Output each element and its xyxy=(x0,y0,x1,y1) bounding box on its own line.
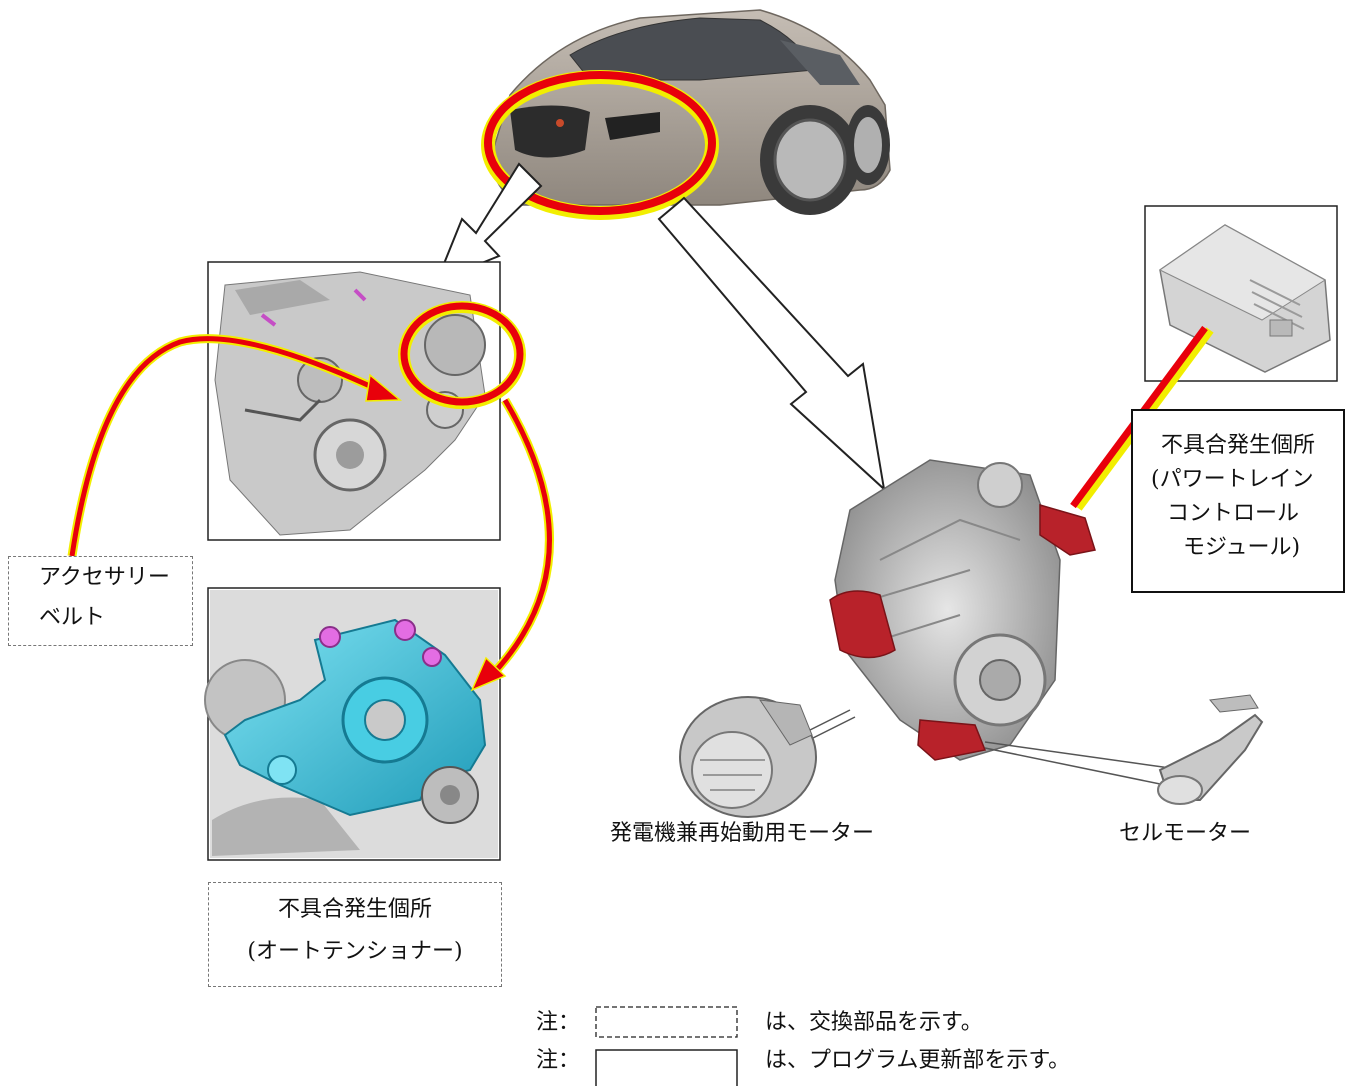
fault-tensioner-label-box: 不具合発生個所 (オートテンショナー) xyxy=(208,882,502,987)
legend-dashed-swatch xyxy=(595,1006,738,1038)
tensioner-pointer-arrow xyxy=(470,397,554,692)
engine-belt-image xyxy=(207,261,501,541)
generator-motor-label: 発電機兼再始動用モーター xyxy=(610,821,875,846)
tensioner-closeup-image xyxy=(204,587,501,861)
legend-solid-swatch xyxy=(595,1049,738,1086)
legend-dashed-prefix: 注： xyxy=(536,1010,581,1035)
fault-pcm-label-line2: (パワートレイン xyxy=(1151,467,1314,492)
engine-assembly-image xyxy=(829,459,1096,761)
starter-motor-label: セルモーター xyxy=(1119,821,1252,846)
accessory-belt-label-line1: アクセサリー xyxy=(39,565,170,590)
starter-motor-image xyxy=(1157,694,1264,805)
fault-pcm-label-line1: 不具合発生個所 xyxy=(1160,433,1315,458)
pcm-module-image xyxy=(1144,205,1338,382)
belt-pointer-arrow xyxy=(67,334,403,557)
car-highlight-ellipse xyxy=(481,70,719,220)
fault-pcm-label-box: 不具合発生個所 (パワートレイン コントロール モジュール) xyxy=(1131,409,1345,593)
tensioner-highlight-ellipse xyxy=(398,301,526,409)
legend-dashed-text: は、交換部品を示す。 xyxy=(765,1010,983,1035)
fault-tensioner-label-line2: (オートテンショナー) xyxy=(247,939,463,964)
accessory-belt-label-box: アクセサリー ベルト xyxy=(8,556,193,646)
accessory-belt-label-line2: ベルト xyxy=(39,605,106,630)
fault-tensioner-label-line1: 不具合発生個所 xyxy=(277,897,432,922)
generator-motor-image xyxy=(679,696,817,818)
fault-pcm-label-line3: コントロール xyxy=(1167,501,1300,526)
legend-solid-text: は、プログラム更新部を示す。 xyxy=(765,1048,1071,1073)
arrow-car-to-engine-right xyxy=(657,196,886,492)
fault-pcm-label-line4: モジュール) xyxy=(1183,535,1301,560)
legend-solid-prefix: 注： xyxy=(536,1048,581,1073)
